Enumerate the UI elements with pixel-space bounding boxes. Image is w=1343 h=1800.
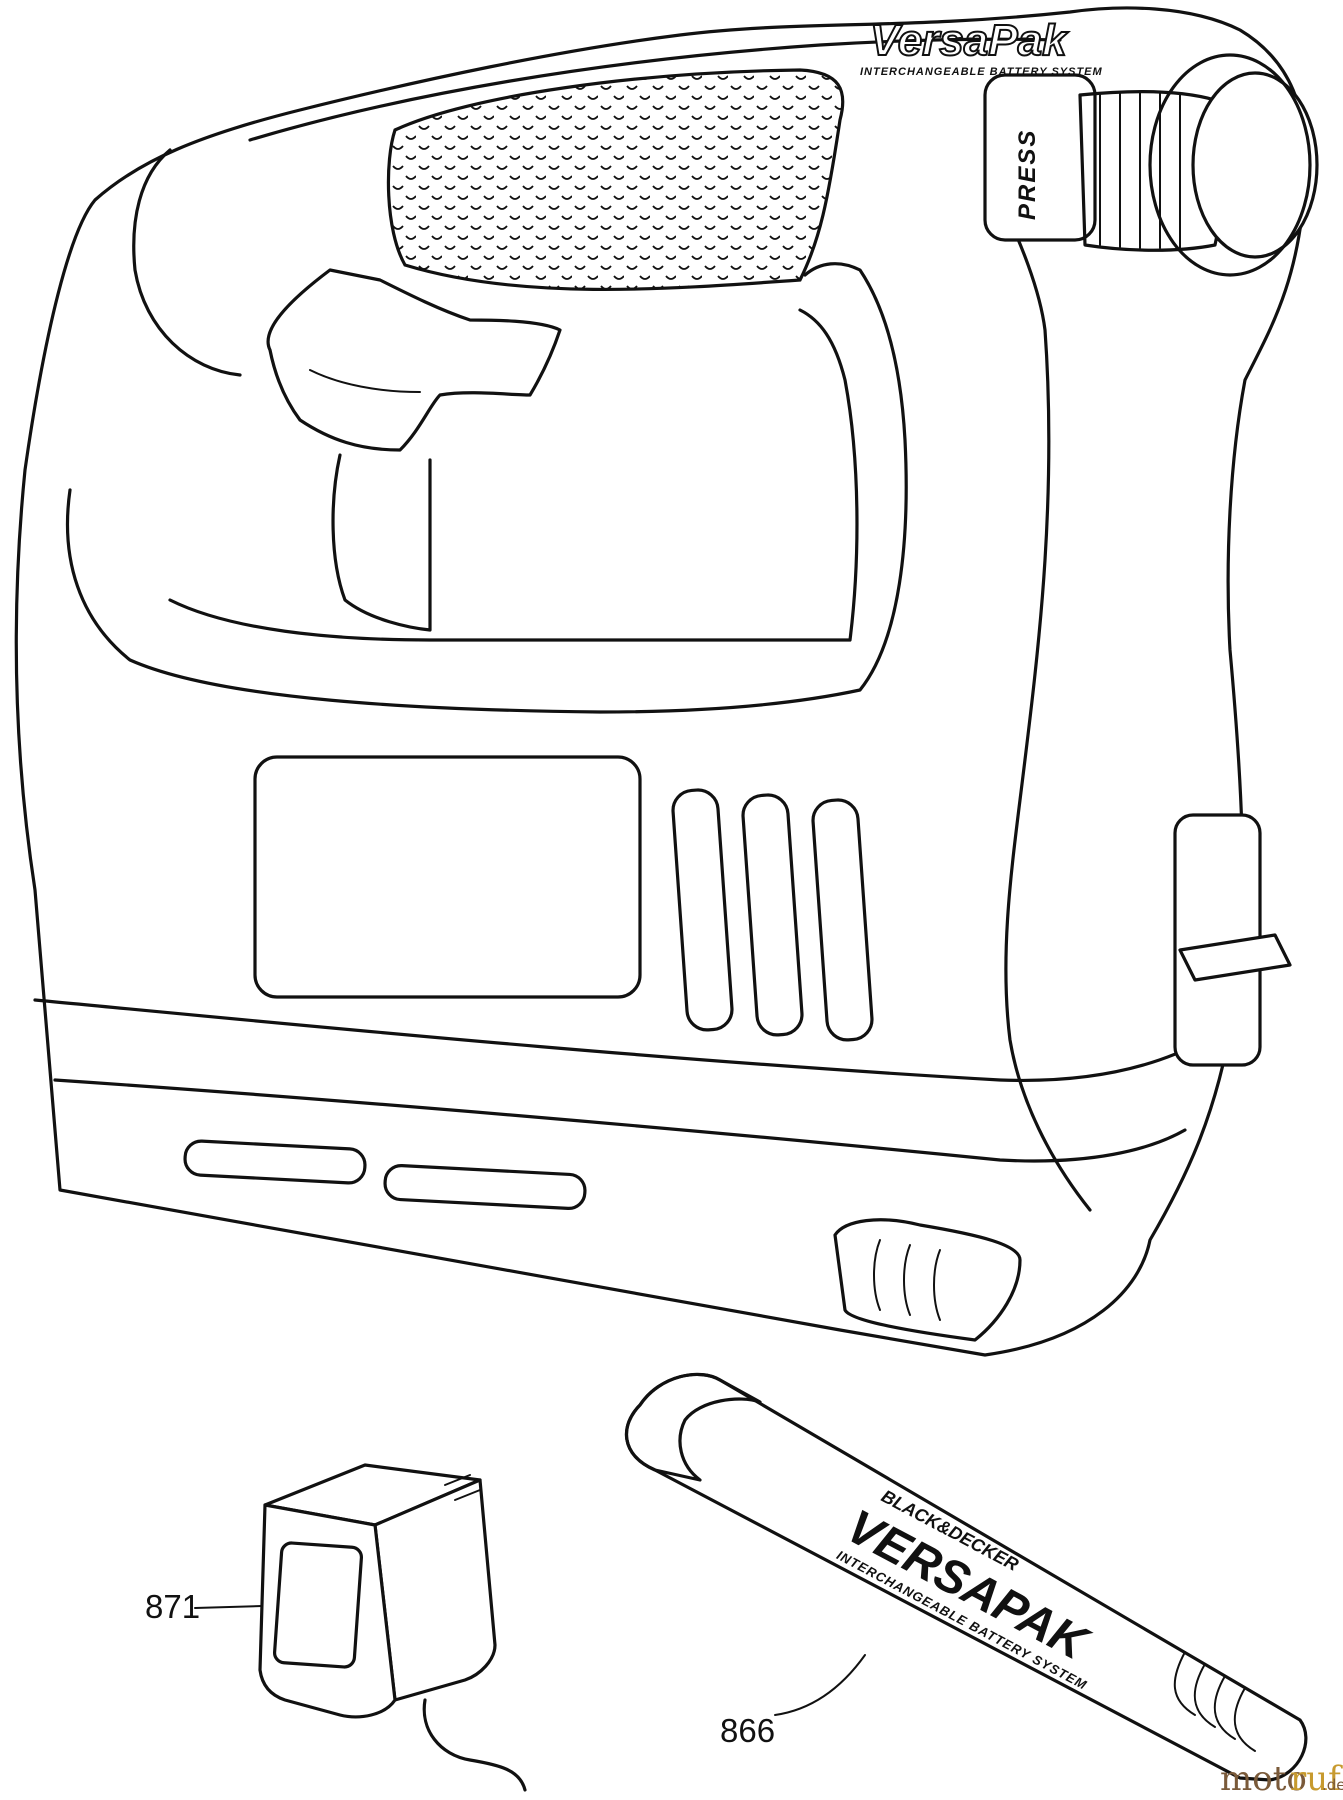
watermark-suffix: .de bbox=[1322, 1776, 1343, 1794]
callout-866: 866 bbox=[720, 1712, 775, 1749]
charger-cord bbox=[422, 1698, 527, 1792]
trigger bbox=[331, 453, 432, 632]
vent-slot bbox=[741, 793, 804, 1037]
charger-front bbox=[258, 1503, 397, 1719]
trigger-edge bbox=[309, 369, 421, 393]
base-slot bbox=[183, 1139, 367, 1185]
top-brand-subtitle: INTERCHANGEABLE BATTERY SYSTEM bbox=[860, 66, 1103, 78]
tool-front-contour bbox=[998, 198, 1092, 1212]
charger-label-panel bbox=[272, 1541, 364, 1669]
vent-slot bbox=[671, 788, 734, 1032]
battery-pack: BLACK&DECKER VERSAPAK INTERCHANGEABLE BA… bbox=[624, 1372, 1308, 1782]
front-vent-housing bbox=[833, 1218, 1022, 1342]
vent-slot bbox=[811, 798, 874, 1042]
battery-threads bbox=[1173, 1651, 1256, 1752]
tool-back-lobe bbox=[132, 148, 242, 377]
tool-outer-body bbox=[14, 6, 1308, 1357]
switch-lever bbox=[1178, 933, 1292, 982]
press-label: PRESS bbox=[1014, 129, 1041, 220]
release-knob-cap bbox=[1191, 71, 1319, 259]
press-button bbox=[983, 73, 1097, 242]
top-brand-logo: VersaPak bbox=[870, 16, 1069, 65]
trigger-housing bbox=[266, 268, 562, 452]
callout-line-866 bbox=[774, 1654, 866, 1716]
base-slot bbox=[383, 1164, 587, 1210]
knob-ribs bbox=[1099, 91, 1181, 250]
front-vents bbox=[873, 1239, 941, 1321]
watermark-part2: ruf bbox=[1290, 1759, 1343, 1799]
charger-prongs bbox=[444, 1474, 481, 1501]
charger-adapter: 871 bbox=[145, 1463, 527, 1792]
base-middle-line bbox=[53, 1078, 1187, 1163]
release-knob-ring bbox=[1148, 53, 1312, 277]
battery-end-cap bbox=[624, 1372, 762, 1482]
watermark-part1: moto bbox=[1220, 1759, 1307, 1799]
handle-opening-inner bbox=[168, 308, 859, 642]
base-upper-line bbox=[33, 998, 1207, 1082]
jigsaw-tool: PRESS VersaPak INTERCHANGEABLE BATTERY S… bbox=[14, 6, 1319, 1357]
callout-line-871 bbox=[194, 1605, 263, 1609]
handle-opening-outer bbox=[66, 262, 908, 714]
grip-texture-area bbox=[386, 68, 845, 292]
callout-871: 871 bbox=[145, 1588, 200, 1625]
watermark-logo: moto ruf .de bbox=[1220, 1759, 1343, 1799]
tool-top-ridge bbox=[248, 37, 1062, 142]
label-panel bbox=[253, 755, 642, 999]
charger-side bbox=[373, 1478, 497, 1702]
